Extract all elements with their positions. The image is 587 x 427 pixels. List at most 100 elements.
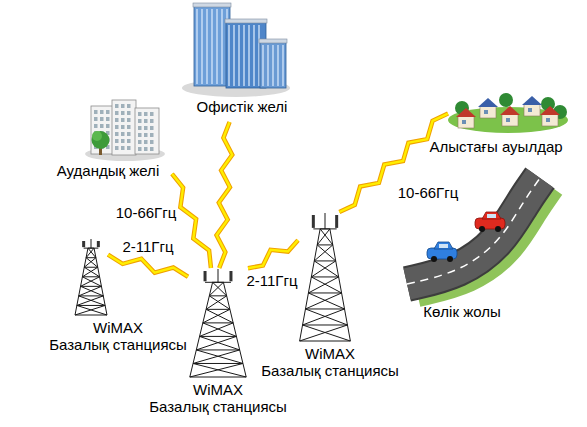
- bolt-core: [108, 255, 188, 277]
- district-drawing: [85, 100, 165, 161]
- tower-strut: [317, 244, 333, 245]
- antenna: [335, 215, 338, 228]
- antenna: [204, 271, 207, 281]
- car-window: [439, 244, 448, 248]
- tower-strut: [213, 282, 227, 296]
- window: [115, 125, 119, 129]
- tower-roof: [225, 19, 267, 23]
- glass-stripe: [267, 45, 268, 86]
- window: [121, 111, 125, 115]
- tower-strut: [193, 363, 246, 377]
- tower-strut: [81, 286, 102, 287]
- radio-link: [108, 255, 188, 277]
- bolt-core: [248, 240, 298, 268]
- bolt-core: [172, 174, 211, 268]
- frequency-label: 2-11Ггц: [244, 272, 299, 289]
- tower-strut: [330, 229, 351, 341]
- office-icon: [180, 2, 292, 96]
- window: [462, 120, 466, 124]
- tower-strut: [190, 377, 246, 378]
- house: [480, 106, 496, 118]
- village-icon: [448, 82, 568, 132]
- antenna: [82, 241, 85, 247]
- office-network: Офистік желі: [178, 0, 294, 122]
- tower-strut: [84, 267, 98, 268]
- window: [484, 110, 488, 114]
- glass-stripe: [211, 9, 212, 84]
- car-cabin: [482, 212, 501, 219]
- tower-strut: [311, 276, 338, 277]
- car-wheel: [431, 256, 437, 262]
- tower-strut: [308, 277, 338, 293]
- tower-strut: [77, 296, 103, 306]
- apartment-block: [112, 100, 136, 155]
- tower-strut: [314, 261, 338, 277]
- window: [127, 146, 131, 150]
- place-label: Алыстағы ауылдар: [429, 138, 562, 155]
- window: [115, 104, 119, 108]
- house: [524, 104, 540, 116]
- tower-roof: [193, 3, 231, 7]
- frequency-label: 2-11Ггц: [120, 238, 175, 255]
- tower-strut: [79, 296, 105, 306]
- tower-drawing: [75, 239, 107, 315]
- window: [100, 117, 104, 121]
- tower-strut: [84, 267, 99, 277]
- glass-stripe: [282, 45, 283, 86]
- window: [121, 132, 125, 136]
- tower-strut: [190, 282, 213, 377]
- remote-villages: Алыстағы ауылдар: [448, 82, 568, 132]
- bolt-outline: [172, 174, 211, 268]
- tower-strut: [303, 325, 351, 341]
- glass-stripe: [248, 25, 249, 86]
- window: [127, 111, 131, 115]
- window: [106, 110, 110, 114]
- place-label: Аудандық желі: [57, 162, 159, 179]
- tower-strut: [82, 267, 97, 277]
- apartment-block: [135, 108, 159, 154]
- tower-strut: [196, 336, 236, 350]
- glass-stripe: [233, 25, 234, 86]
- base-station: WiMAX Базалық станциясы: [188, 268, 248, 378]
- window: [144, 133, 148, 137]
- tower-strut: [300, 341, 351, 342]
- tower-strut: [209, 282, 223, 296]
- car-wheel: [447, 256, 453, 262]
- tower-strut: [193, 350, 240, 364]
- glass-stripe: [221, 9, 222, 84]
- window: [144, 112, 148, 116]
- tree: [499, 93, 513, 107]
- glass-tower: [194, 6, 230, 86]
- roof: [500, 106, 520, 115]
- tower-icon: [298, 212, 352, 342]
- radio-link: [217, 122, 233, 268]
- window: [100, 110, 104, 114]
- radio-link: [172, 174, 211, 268]
- window: [100, 124, 104, 128]
- tower-strut: [193, 363, 243, 364]
- tower-strut: [196, 349, 239, 350]
- window: [121, 125, 125, 129]
- tower-strut: [82, 277, 101, 287]
- window: [138, 126, 142, 130]
- tree: [92, 131, 110, 149]
- tower-strut: [206, 309, 233, 323]
- base-station: WiMAX Базалық станциясы: [74, 238, 108, 316]
- window: [94, 110, 98, 114]
- tower-strut: [314, 260, 335, 261]
- tower-roof: [259, 39, 287, 43]
- tower-strut: [209, 296, 230, 310]
- window: [121, 118, 125, 122]
- car-cabin: [434, 242, 453, 249]
- window: [150, 112, 154, 116]
- glass-stripe: [253, 25, 254, 86]
- tower-strut: [305, 308, 344, 309]
- tower-strut: [209, 295, 226, 296]
- window: [138, 133, 142, 137]
- tower-strut: [320, 228, 330, 229]
- glass-stripe: [216, 9, 217, 84]
- glass-stripe: [277, 45, 278, 86]
- radio-link: [248, 240, 298, 268]
- antenna: [312, 215, 315, 228]
